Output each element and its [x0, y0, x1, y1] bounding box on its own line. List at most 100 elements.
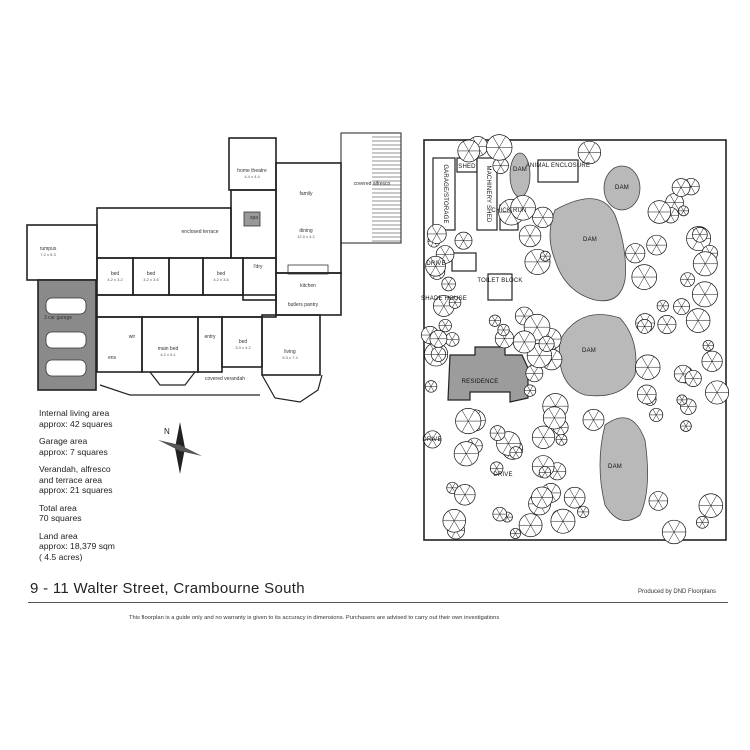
verandah-area-label-1: Verandah, alfresco	[39, 464, 111, 474]
tree	[676, 394, 688, 406]
tree	[538, 335, 555, 352]
room-label: main bed	[158, 346, 179, 352]
tree	[425, 255, 446, 277]
site-label-dam: DAM	[608, 464, 622, 470]
room-label: ens	[108, 355, 117, 361]
internal-area-stat: Internal living area approx: 42 squares	[39, 408, 169, 429]
garage-area-stat: Garage area approx: 7 squares	[39, 436, 169, 457]
room-label: covered verandah	[205, 376, 245, 382]
room-dimensions: 4.4 x 4.4	[244, 174, 260, 179]
tree	[701, 350, 723, 372]
room-label: home theatre	[237, 168, 267, 174]
tree	[426, 224, 447, 244]
room-label: 3 car garage	[44, 315, 72, 321]
tree	[678, 205, 689, 217]
room-dimensions: 12.0 x 4.2	[297, 234, 315, 239]
tree	[531, 425, 556, 449]
residence-building	[447, 346, 529, 403]
site-label-drive: DRIVE	[422, 437, 441, 443]
tree	[696, 515, 709, 529]
tree	[538, 466, 552, 479]
room-label: entry	[204, 334, 216, 340]
tree	[685, 308, 711, 333]
dam-top-right	[603, 165, 641, 211]
total-area-stat: Total area 70 squares	[39, 503, 169, 524]
tree	[702, 339, 714, 352]
verandah-area-label-2: and terrace area	[39, 474, 103, 485]
producer-credit: Produced by DND Floorplans	[638, 589, 717, 595]
tree	[631, 264, 658, 290]
area-statistics: Internal living area approx: 42 squares …	[39, 408, 169, 569]
verandah-area-value: approx: 21 squares	[39, 485, 113, 495]
room-label: spa	[250, 215, 258, 221]
divider-line	[28, 602, 728, 603]
verandah-edge	[99, 384, 260, 396]
tree	[705, 380, 730, 405]
site-label-residence: RESIDENCE	[462, 379, 499, 385]
site-label-animal-enclosure: ANIMAL ENCLOSURE	[526, 163, 590, 169]
total-area-value: 70 squares	[39, 513, 82, 523]
internal-area-value: approx: 42 squares	[39, 418, 113, 429]
tree	[532, 206, 554, 228]
dam-central	[549, 198, 626, 302]
room-dimensions: 4.2 x 3.6	[213, 277, 229, 282]
tree	[448, 296, 462, 309]
room-label: kitchen	[300, 283, 316, 289]
tree	[430, 346, 446, 362]
tree	[488, 314, 501, 327]
internal-area-label: Internal living area	[39, 408, 110, 418]
tree	[625, 243, 646, 264]
tree	[657, 315, 677, 334]
room-label: dining	[299, 228, 313, 234]
tree	[497, 323, 510, 337]
tree	[542, 406, 566, 430]
tree	[509, 527, 521, 539]
tree	[563, 486, 586, 509]
garage-area-value: approx: 7 squares	[39, 446, 108, 457]
room-dimensions: 4.2 x 3.2	[107, 277, 123, 282]
tree	[441, 276, 456, 292]
site-label-toilet-block: TOILET BLOCK	[477, 278, 522, 284]
covered-alfresco	[340, 132, 402, 244]
tree	[442, 509, 466, 533]
tree	[648, 491, 669, 511]
land-area-value: approx: 18,379 sqm	[39, 541, 115, 551]
tree	[489, 425, 506, 441]
tree	[455, 408, 482, 435]
tree	[509, 446, 523, 460]
tree	[698, 493, 724, 518]
verandah-area-stat: Verandah, alfresco and terrace area appr…	[39, 464, 169, 496]
site-label-machinery-shed: MACHINERY SHED	[485, 166, 491, 223]
tree	[510, 195, 536, 221]
machinery-shed-building	[476, 157, 498, 231]
room-dimensions: 3.3 x 4.2	[235, 345, 251, 350]
animal-enclosure	[537, 159, 579, 183]
tree	[661, 519, 687, 545]
tree	[457, 139, 481, 163]
car-3	[45, 359, 87, 377]
tree	[444, 332, 460, 347]
tree	[647, 200, 672, 224]
kitchen-island	[287, 264, 329, 275]
compass-north-arrow: N	[158, 422, 202, 474]
room-dimensions: 4.2 x 3.6	[143, 277, 159, 282]
tree	[454, 484, 476, 506]
room-dimensions: 5.3 x 7.4	[282, 355, 298, 360]
svg-text:N: N	[164, 427, 170, 436]
property-address: 9 - 11 Walter Street, Crambourne South	[30, 580, 305, 597]
living-room	[261, 314, 321, 376]
tree	[433, 295, 455, 317]
disclaimer-text: This floorplan is a guide only and no wa…	[129, 615, 500, 621]
tree	[577, 140, 601, 165]
tree	[518, 224, 542, 248]
tree	[489, 461, 504, 475]
alfresco-hatching	[372, 136, 401, 242]
tree	[684, 369, 702, 388]
site-label-drive: DRIVE	[426, 261, 445, 267]
room-label: bed	[111, 271, 120, 277]
tree	[577, 505, 590, 518]
site-label-garage-storage: GARAGE/STORAGE	[442, 164, 448, 223]
tree	[636, 384, 657, 405]
